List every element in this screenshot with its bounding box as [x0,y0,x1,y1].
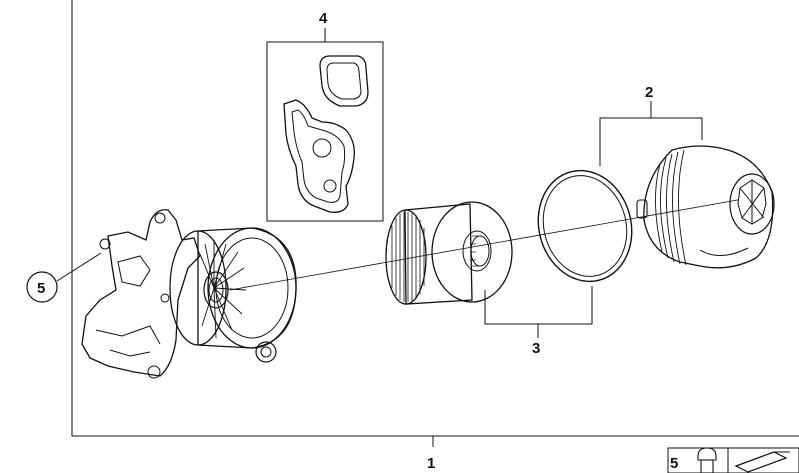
legend-box [667,447,799,473]
filter-element[interactable] [385,201,513,305]
gasket-set-box [266,28,384,222]
callout-4[interactable]: 4 [319,10,328,27]
callout-3-bracket [484,286,593,338]
callout-3[interactable]: 3 [532,340,540,357]
assembly-frame [71,0,799,447]
callout-2[interactable]: 2 [645,84,653,101]
wrench-tool-icon [734,451,790,473]
large-gasket-icon[interactable] [283,99,355,213]
small-gasket-icon[interactable] [319,55,369,107]
callout-5[interactable]: 5 [37,280,45,297]
bolt-icon [697,447,717,473]
callout-1[interactable]: 1 [427,455,435,472]
assembly-axis-line [229,195,761,291]
callout-5-leader [26,252,102,303]
oil-filter-housing[interactable] [81,209,297,379]
callout-5-legend[interactable]: 5 [670,455,678,472]
filter-housing-cap[interactable] [636,145,775,269]
o-ring[interactable] [526,160,644,292]
callout-2-bracket [599,101,703,166]
